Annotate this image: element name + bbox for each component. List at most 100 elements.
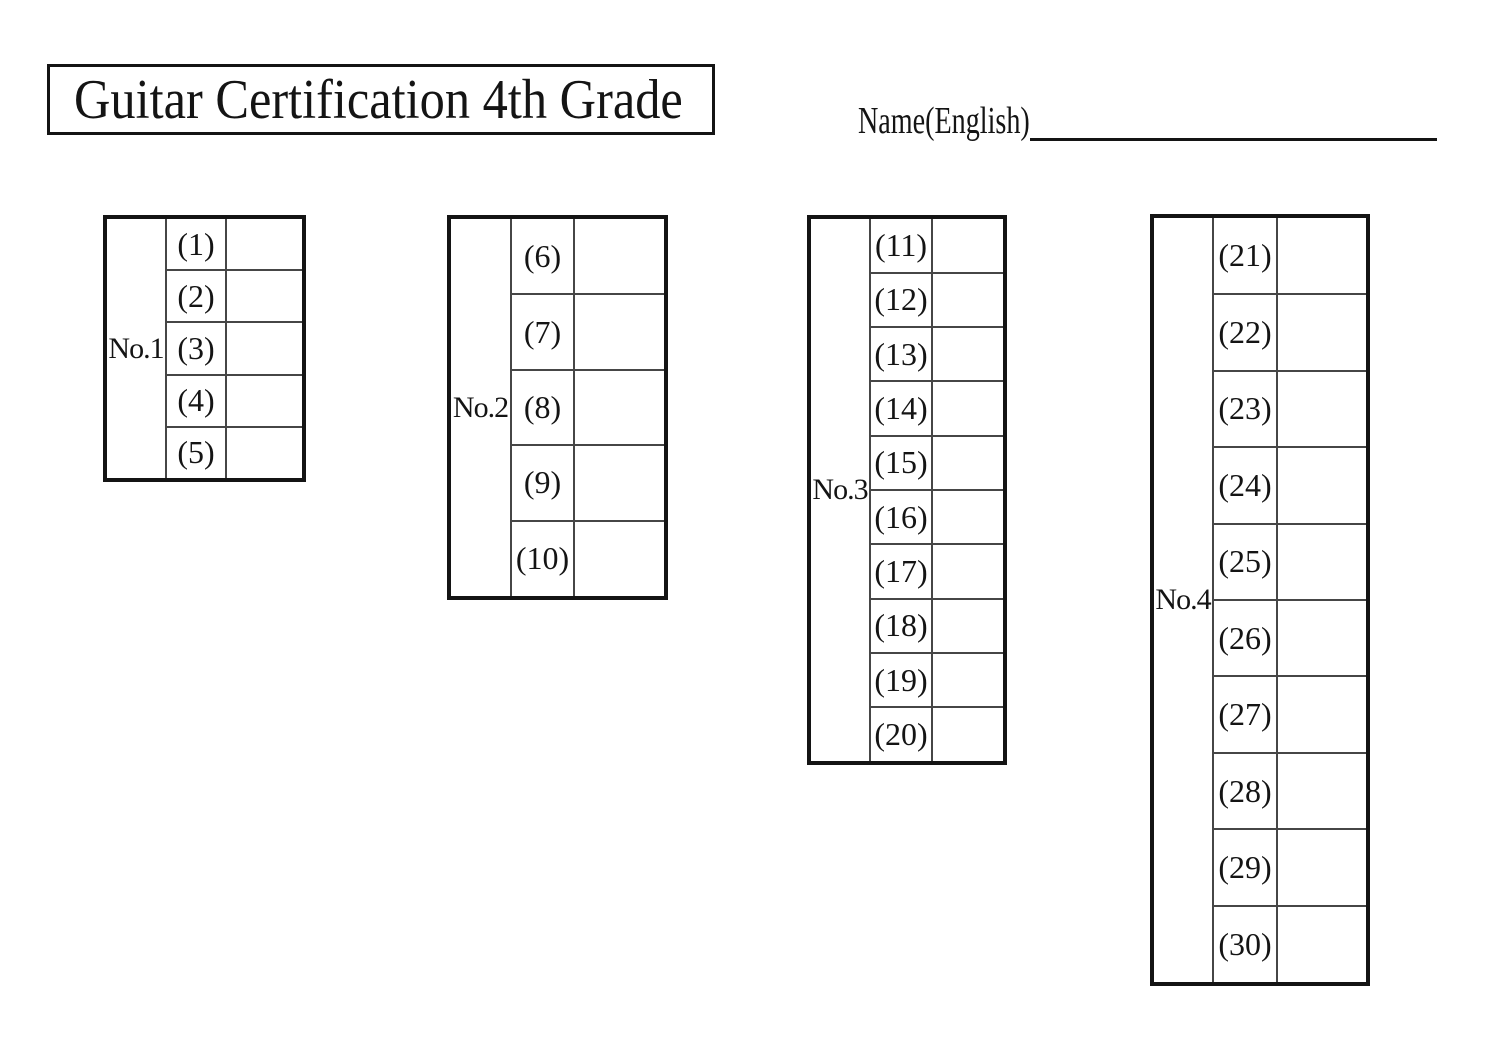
- table-row: (9): [449, 444, 667, 522]
- question-number-17: (17): [869, 543, 933, 600]
- question-number-3: (3): [165, 321, 227, 376]
- answer-cell-12[interactable]: [931, 271, 1006, 329]
- table-row: No.2 (6): [448, 215, 667, 599]
- answer-cell-14[interactable]: [931, 380, 1006, 437]
- question-number-2: (2): [165, 269, 227, 324]
- question-number-10: (10): [510, 519, 575, 600]
- answer-cell-3[interactable]: [225, 321, 305, 376]
- answer-cell-8[interactable]: [573, 368, 667, 447]
- table-row: (20): [809, 706, 1006, 764]
- question-number-12: (12): [869, 271, 933, 329]
- answer-cell-29[interactable]: [1276, 828, 1369, 907]
- answer-cell-21[interactable]: [1276, 214, 1369, 296]
- question-number-27: (27): [1212, 675, 1278, 754]
- answer-cell-28[interactable]: [1276, 751, 1369, 831]
- table-row: (25): [1152, 522, 1369, 601]
- question-number-29: (29): [1212, 828, 1278, 907]
- table-no1-label: No.1: [104, 216, 167, 481]
- table-row: (7): [449, 293, 667, 371]
- table-row: (8): [449, 368, 667, 447]
- table-row: (12): [809, 271, 1006, 329]
- table-row: (27): [1152, 675, 1369, 754]
- answer-cell-6[interactable]: [573, 215, 667, 296]
- table-row: (2): [105, 269, 305, 324]
- answer-cell-22[interactable]: [1276, 293, 1369, 372]
- answer-cell-15[interactable]: [931, 434, 1006, 491]
- answer-cell-13[interactable]: [931, 326, 1006, 383]
- question-number-9: (9): [510, 444, 575, 522]
- answer-cell-25[interactable]: [1276, 522, 1369, 601]
- answer-table-no3: No.3 (11) (12) (13) (14) (15) (16): [807, 215, 1007, 765]
- question-number-11: (11): [869, 216, 933, 274]
- question-number-28: (28): [1212, 751, 1278, 831]
- question-number-25: (25): [1212, 522, 1278, 601]
- answer-cell-20[interactable]: [931, 706, 1006, 764]
- page-title: Guitar Certification 4th Grade: [74, 68, 683, 131]
- table-row: (19): [809, 651, 1006, 709]
- answer-cell-5[interactable]: [225, 425, 305, 482]
- question-number-6: (6): [510, 215, 575, 296]
- answer-table-no1: No.1 (1) (2) (3) (4) (5): [103, 215, 306, 482]
- question-number-1: (1): [165, 215, 227, 272]
- table-row: (17): [809, 543, 1006, 600]
- answer-cell-1[interactable]: [225, 215, 305, 272]
- answer-cell-19[interactable]: [931, 651, 1006, 709]
- answer-cell-30[interactable]: [1276, 904, 1369, 986]
- table-row: (18): [809, 597, 1006, 654]
- table-row: (24): [1152, 446, 1369, 525]
- answer-cell-7[interactable]: [573, 293, 667, 371]
- answer-cell-24[interactable]: [1276, 446, 1369, 525]
- table-row: (29): [1152, 828, 1369, 907]
- question-number-18: (18): [869, 597, 933, 654]
- table-row: (28): [1152, 751, 1369, 831]
- answer-cell-23[interactable]: [1276, 369, 1369, 449]
- question-number-14: (14): [869, 380, 933, 437]
- answer-cell-17[interactable]: [931, 543, 1006, 600]
- answer-cell-26[interactable]: [1276, 598, 1369, 678]
- table-row: (22): [1152, 293, 1369, 372]
- table-row: (16): [809, 488, 1006, 546]
- answer-cell-10[interactable]: [573, 519, 667, 600]
- question-number-30: (30): [1212, 904, 1278, 986]
- table-row: (4): [105, 373, 305, 428]
- title-box: Guitar Certification 4th Grade: [47, 64, 715, 135]
- answer-cell-11[interactable]: [931, 216, 1006, 274]
- answer-cell-4[interactable]: [225, 373, 305, 428]
- question-number-15: (15): [869, 434, 933, 491]
- answer-cell-18[interactable]: [931, 597, 1006, 654]
- table-no4-label: No.4: [1151, 215, 1214, 985]
- question-number-21: (21): [1212, 214, 1278, 296]
- table-row: (3): [105, 321, 305, 376]
- answer-table-no2: No.2 (6) (7) (8) (9) (10): [447, 215, 668, 600]
- name-label: Name(English): [858, 100, 1030, 142]
- question-number-5: (5): [165, 425, 227, 482]
- table-row: (23): [1152, 369, 1369, 449]
- table-row: (14): [809, 380, 1006, 437]
- name-blank-line[interactable]: [1030, 138, 1437, 141]
- question-number-7: (7): [510, 293, 575, 371]
- answer-table-no4: No.4 (21) (22) (23) (24) (25) (26): [1150, 214, 1370, 986]
- table-row: No.3 (11): [808, 216, 1006, 764]
- question-number-22: (22): [1212, 293, 1278, 372]
- table-row: (13): [809, 326, 1006, 383]
- answer-cell-16[interactable]: [931, 488, 1006, 546]
- answer-cell-27[interactable]: [1276, 675, 1369, 754]
- question-number-20: (20): [869, 706, 933, 764]
- table-row: (30): [1152, 904, 1369, 986]
- table-row: (5): [105, 425, 305, 482]
- question-number-16: (16): [869, 488, 933, 546]
- table-no3-label: No.3: [808, 216, 871, 764]
- question-number-4: (4): [165, 373, 227, 428]
- question-number-8: (8): [510, 368, 575, 447]
- answer-cell-2[interactable]: [225, 269, 305, 324]
- table-row: No.4 (21): [1151, 214, 1369, 985]
- table-row: (26): [1152, 598, 1369, 678]
- table-row: (15): [809, 434, 1006, 491]
- table-row: No.1 (1): [104, 215, 305, 481]
- table-no2-label: No.2: [448, 216, 512, 599]
- question-number-13: (13): [869, 326, 933, 383]
- answer-cell-9[interactable]: [573, 444, 667, 522]
- question-number-24: (24): [1212, 446, 1278, 525]
- question-number-23: (23): [1212, 369, 1278, 449]
